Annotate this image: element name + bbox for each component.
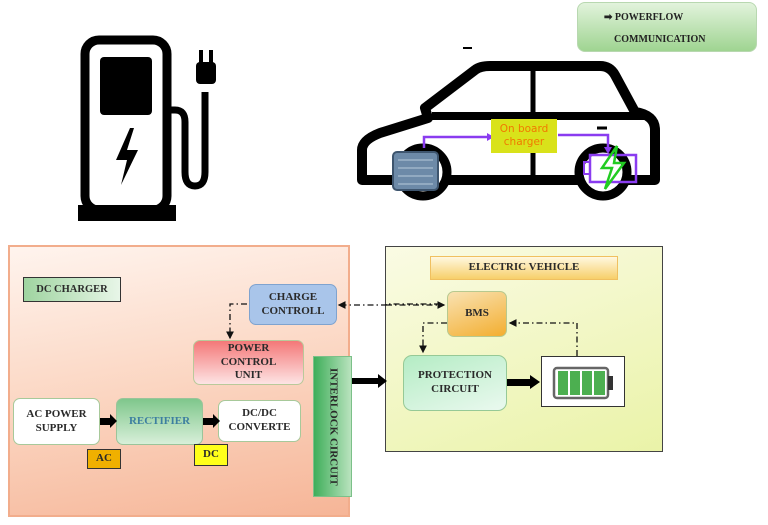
- onboard-charger-box: On board charger: [491, 119, 557, 153]
- interlock-circuit-box: INTERLOCK CIRCUIT: [313, 356, 352, 497]
- dc-charger-title: DC CHARGER: [23, 277, 121, 302]
- communication-lines: [226, 301, 578, 356]
- electric-vehicle-panel: [385, 246, 663, 452]
- battery-icon: [552, 366, 613, 400]
- ac-tag: AC: [87, 449, 121, 469]
- lightning-icon: [599, 145, 627, 190]
- bms-box: BMS: [447, 291, 507, 337]
- power-flow-arrows: [100, 374, 540, 428]
- legend-power-flow: ➡ POWERFLOW: [604, 12, 684, 23]
- power-flow-arrow-icon: ➡: [604, 12, 615, 23]
- motor-icon: [392, 151, 439, 191]
- dcdc-converter-box: DC/DC CONVERTE: [218, 400, 301, 442]
- onboard-charger-label: On board charger: [499, 122, 549, 148]
- power-control-unit-box: POWER CONTROL UNIT: [193, 340, 304, 385]
- legend: ➡ POWERFLOW COMMUNICATION: [577, 2, 757, 52]
- legend-communication: COMMUNICATION: [614, 34, 706, 45]
- ac-power-supply-box: AC POWER SUPPLY: [13, 398, 100, 445]
- electric-vehicle-title: ELECTRIC VEHICLE: [430, 256, 618, 280]
- charge-controller-box: CHARGE CONTROLL: [249, 284, 337, 325]
- protection-circuit-box: PROTECTION CIRCUIT: [403, 355, 507, 411]
- dc-tag: DC: [194, 444, 228, 466]
